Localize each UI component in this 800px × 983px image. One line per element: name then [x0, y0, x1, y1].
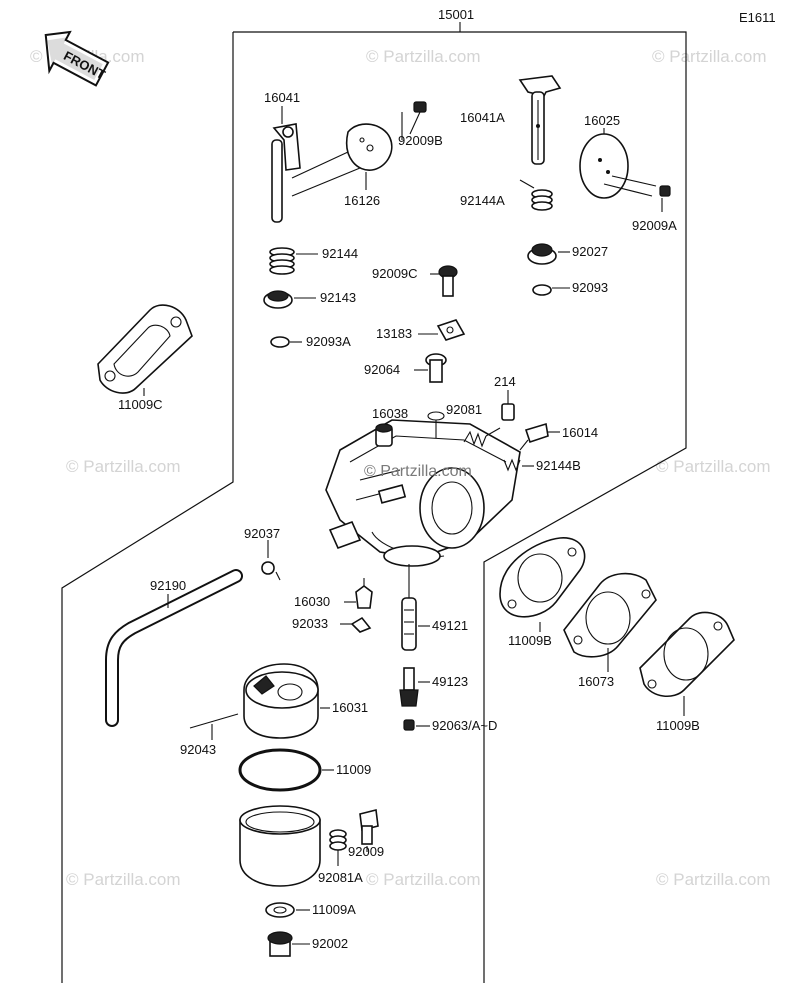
part-16014-pilot-screw [519, 422, 560, 451]
part-11009a-washer [265, 902, 310, 918]
assembly-frame-left [61, 32, 234, 983]
part-16025-choke-plate [579, 128, 657, 199]
watermark-4: © Partzilla.com [66, 457, 181, 476]
part-92037-clip [261, 540, 281, 581]
callout-92002: 92002 [312, 936, 348, 951]
callout-92063: 92063/A~D [432, 718, 497, 733]
watermarks: © Partzilla.com © Partzilla.com © Partzi… [30, 47, 771, 889]
part-92143-seal [263, 290, 316, 309]
callout-92144b: 92144B [536, 458, 581, 473]
part-92027-cap [527, 243, 570, 265]
callout-92144: 92144 [322, 246, 358, 261]
callout-49123: 49123 [432, 674, 468, 689]
part-92009c-screw [430, 265, 458, 297]
part-92043-pin [189, 713, 239, 740]
watermark-2: © Partzilla.com [366, 47, 481, 66]
part-92081-spring [463, 427, 501, 448]
callout-92064: 92064 [364, 362, 400, 377]
part-92144a-spring [519, 179, 553, 211]
part-16041a-choke-shaft [518, 75, 562, 165]
part-16038-o-ring [427, 411, 445, 438]
callout-92037: 92037 [244, 526, 280, 541]
front-arrow-icon: FRONT [44, 30, 110, 87]
callout-92143: 92143 [320, 290, 356, 305]
part-13183-bracket [418, 319, 466, 341]
callout-49121: 49121 [432, 618, 468, 633]
callout-11009c: 11009C [118, 397, 163, 412]
assembly-number: 15001 [438, 7, 474, 22]
callout-11009: 11009 [336, 762, 371, 777]
callout-92009b: 92009B [398, 133, 443, 148]
part-92093a-washer [270, 336, 302, 348]
part-92009b-screw [401, 101, 427, 140]
diagram-code: E1611 [739, 10, 776, 25]
assembly-frame [233, 31, 687, 983]
callout-92190: 92190 [150, 578, 186, 593]
callout-16031: 16031 [332, 700, 368, 715]
part-16030-float-valve [344, 578, 373, 609]
part-214-screw [501, 390, 515, 421]
part-16126-throttle-plate [291, 123, 393, 197]
part-11009-gasket [238, 748, 334, 792]
callout-92009a: 92009A [632, 218, 677, 233]
callout-92093: 92093 [572, 280, 608, 295]
part-92144-spring [269, 247, 318, 275]
part-92063-jet [403, 719, 430, 731]
callout-16038: 16038 [372, 406, 408, 421]
callout-92043: 92043 [180, 742, 216, 757]
part-92002-bolt [267, 931, 310, 957]
watermark-3: © Partzilla.com [652, 47, 767, 66]
part-92093-washer [532, 284, 570, 296]
part-11009c-gasket [97, 304, 193, 396]
callout-92027: 92027 [572, 244, 608, 259]
callout-16041a: 16041A [460, 110, 505, 125]
callout-92081: 92081 [446, 402, 482, 417]
callout-92144a: 92144A [460, 193, 505, 208]
callout-11009b-left: 11009B [508, 633, 552, 648]
part-92009a-screw [659, 185, 671, 212]
callout-214: 214 [494, 374, 516, 389]
part-11009b-gasket-right [639, 611, 735, 716]
callout-16014: 16014 [562, 425, 598, 440]
callout-92033: 92033 [292, 616, 328, 631]
part-16073-insulator [563, 572, 657, 672]
part-49123-main-jet [399, 667, 430, 707]
part-float-bowl [239, 805, 321, 887]
callout-16025: 16025 [584, 113, 620, 128]
callout-16126: 16126 [344, 193, 380, 208]
callout-16073: 16073 [578, 674, 614, 689]
callout-11009a: 11009A [312, 902, 356, 917]
callout-92093a: 92093A [306, 334, 351, 349]
part-11009b-gasket-left [499, 537, 586, 632]
part-carburetor-body [325, 419, 521, 567]
watermark-5: © Partzilla.com [656, 457, 771, 476]
callout-92009c: 92009C [372, 266, 418, 281]
part-92190-fuel-hose [105, 569, 243, 727]
part-92033-clip [340, 616, 372, 633]
part-92064-jet [414, 353, 447, 383]
part-16031-float [243, 663, 330, 739]
callout-92009: 92009 [348, 844, 384, 859]
callout-16041: 16041 [264, 90, 300, 105]
callout-13183: 13183 [376, 326, 412, 341]
part-92009-drain-screw [359, 809, 379, 852]
part-92081a-spring [329, 829, 347, 866]
callout-labels: 16041 92009B 16126 16041A 16025 92144A 9… [118, 90, 700, 951]
center-watermark: © Partzilla.com [364, 463, 472, 480]
watermark-6: © Partzilla.com [66, 870, 181, 889]
watermark-8: © Partzilla.com [656, 870, 771, 889]
callout-16030: 16030 [294, 594, 330, 609]
part-16041-throttle-shaft [271, 106, 301, 223]
watermark-7: © Partzilla.com [366, 870, 481, 889]
callout-92081a: 92081A [318, 870, 363, 885]
callout-11009b-right: 11009B [656, 718, 700, 733]
part-49121-emulsion-tube [401, 564, 430, 651]
part-92144b-spring [503, 458, 534, 472]
